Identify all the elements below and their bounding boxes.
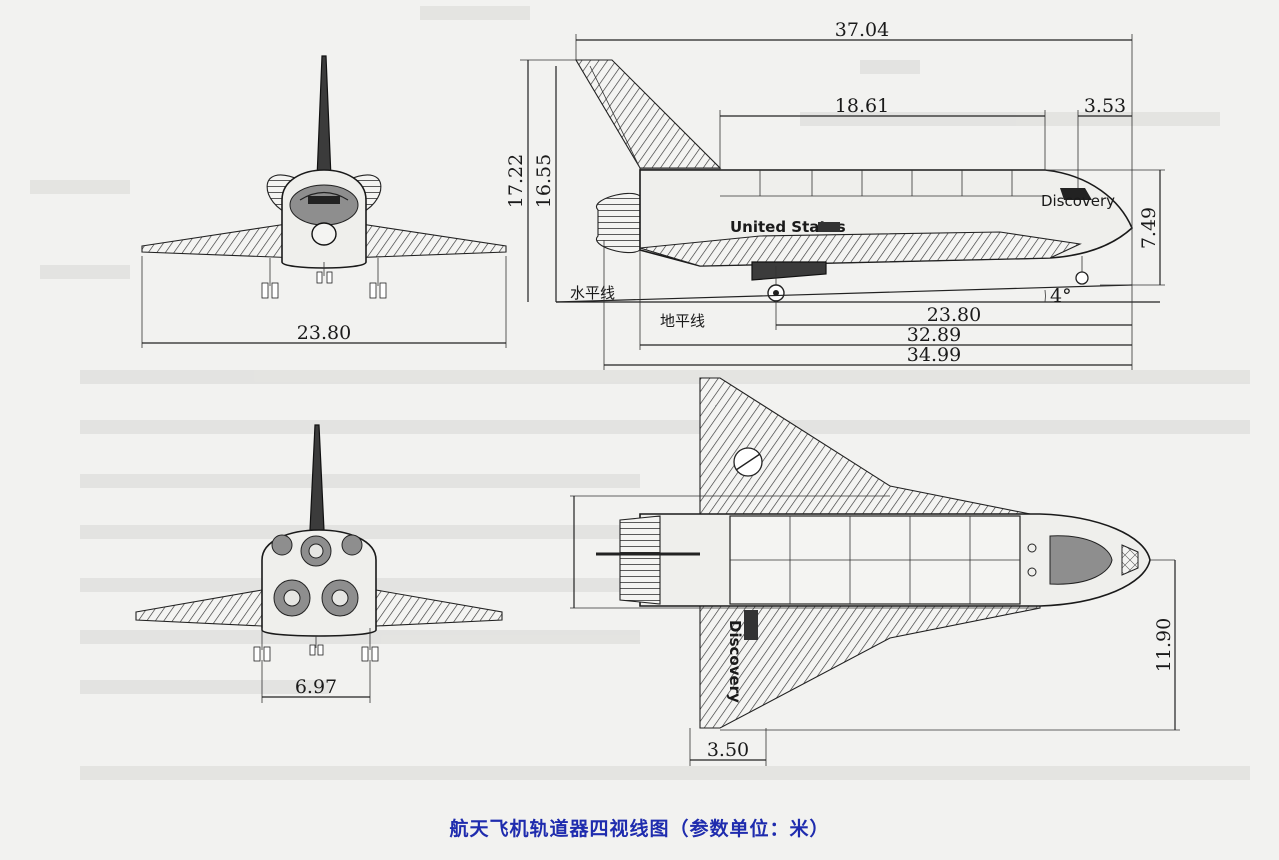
side-wing [639,231,1082,267]
side-nose-text: Discovery [1041,192,1115,210]
top-cockpit [1049,535,1113,585]
front-windows [308,196,340,204]
background-text-texture [30,6,1250,780]
side-landing-gear [767,256,1089,302]
side-view: Discovery United States 4° 水平线 地平线 37.04 [505,19,1165,370]
side-height-dimensions: 17.22 16.55 [505,59,576,302]
side-payload-doors [720,170,1045,197]
side-total-length-label: 37.04 [835,19,889,41]
side-len-b-label: 32.89 [907,324,961,346]
top-view: Discovery 11.90 3.50 [570,377,1180,766]
side-fuselage-height-label: 7.49 [1138,207,1160,249]
side-ground-line-label: 地平线 [660,312,705,330]
rear-oms-left [271,534,293,556]
side-engines [595,192,641,254]
side-body-flap [751,261,827,281]
side-len-c-label: 34.99 [907,344,961,366]
side-fuselage-height-dimension: 7.49 [1045,169,1165,286]
side-ground-line [555,284,1133,303]
front-nose [311,222,337,246]
side-angle-label: 4° [1050,285,1072,307]
rear-tail-fin [309,424,325,531]
front-tail-fin [316,55,332,179]
top-tail-width-label: 3.50 [707,739,749,761]
side-height-fin-label: 16.55 [533,154,555,208]
side-len-a-label: 23.80 [927,304,981,326]
figure-caption: 航天飞机轨道器四视线图（参数单位：米） [449,818,830,840]
side-length-dimensions: 23.80 32.89 34.99 [603,228,1133,370]
side-fuselage-text: United States [730,218,846,236]
side-flag [818,222,840,232]
side-height-tail-label: 17.22 [505,154,527,208]
rear-track-dimension: 6.97 [261,660,371,703]
side-cockpit-windows [1060,188,1092,200]
rear-view: 6.97 [135,424,503,703]
top-span-dimension: 11.90 [570,495,1180,731]
front-wingspan-label: 23.80 [297,322,351,344]
front-wingspan-dimension: 23.80 [141,256,507,348]
rear-landing-gear [253,628,379,662]
side-total-length-dimension: 37.04 [575,19,1133,228]
front-view: 23.80 [141,55,507,348]
side-horizontal-line-label: 水平线 [570,284,615,302]
top-wing-text: Discovery [726,620,744,703]
side-payload-label: 18.61 [835,95,889,117]
side-payload-dimension: 18.61 [719,95,1046,170]
side-tail-fin [575,59,722,169]
top-span-label: 11.90 [1153,618,1175,672]
side-nose-label: 3.53 [1084,95,1126,117]
top-tail-width-dimension: 3.50 [689,728,767,766]
front-cockpit [289,184,359,226]
top-engines [619,515,661,605]
top-flag [744,610,758,640]
rear-track-label: 6.97 [295,676,337,698]
rear-oms-right [341,534,363,556]
front-landing-gear [261,258,387,299]
side-nose-dimension: 3.53 [1077,95,1132,188]
